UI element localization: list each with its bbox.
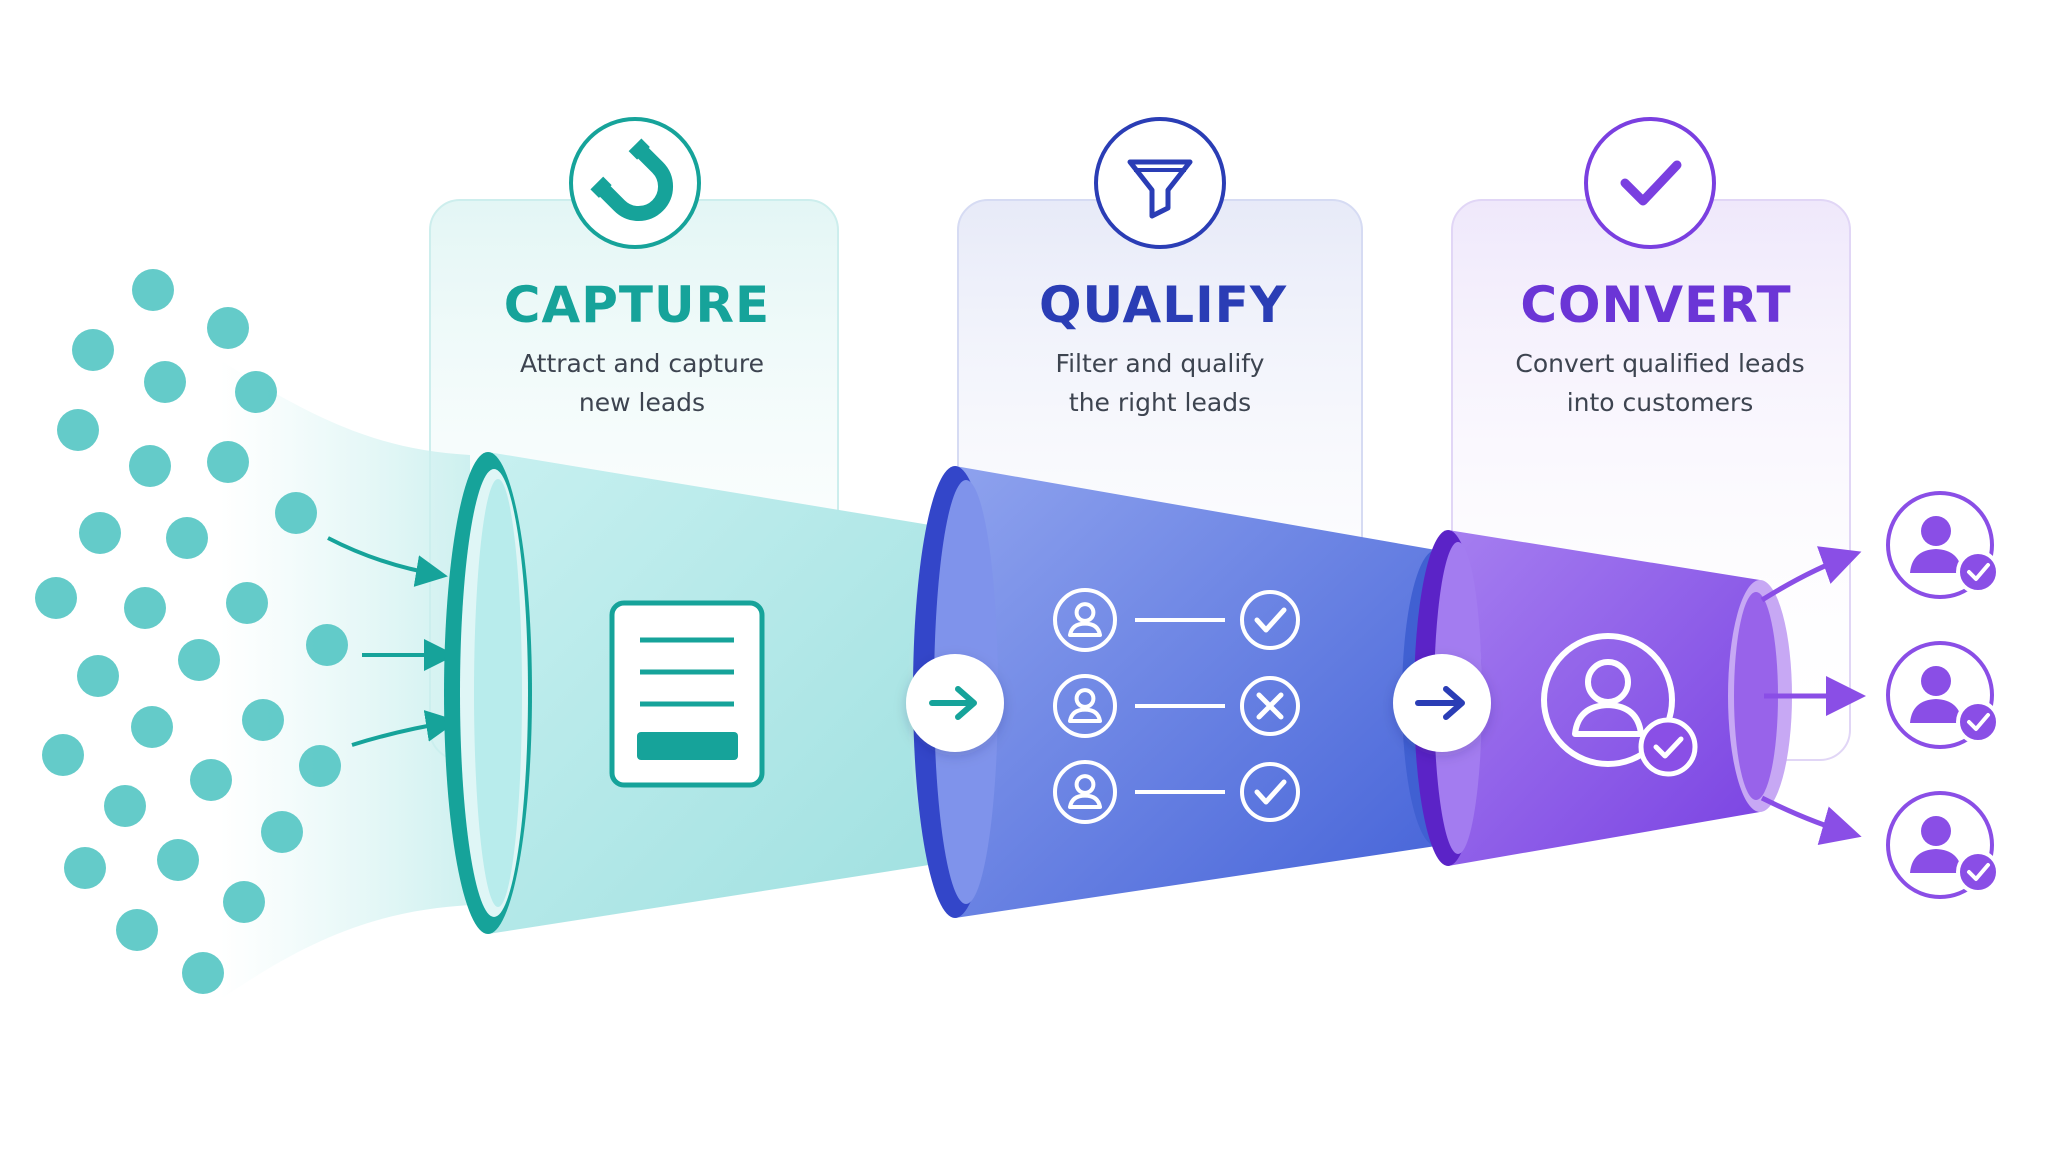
lead-person-icon [1053,760,1117,824]
lead-dot [144,361,186,403]
lead-dot [235,371,277,413]
lead-dot [35,577,77,619]
lead-dot [207,441,249,483]
converted-customer-icon [1541,633,1698,777]
stream-arrow [327,536,448,587]
lead-dot [261,811,303,853]
lead-dot [77,655,119,697]
customer-avatar-icon [1886,491,2000,599]
magnet-icon [569,117,701,249]
lead-dot [104,785,146,827]
lead-dot [157,839,199,881]
qualify-description-line-2: the right leads [1069,388,1251,417]
lead-dot [226,582,268,624]
lead-dot [242,699,284,741]
lead-dot [57,409,99,451]
output-arrow [1760,795,1862,845]
qualify-lead-row [1053,674,1300,738]
capture-title: CAPTURE [504,276,770,334]
qualify-lead-row [1053,588,1300,652]
lead-dot [42,734,84,776]
capture-description-line-1: Attract and capture [520,349,764,378]
qualify-lead-row [1053,760,1300,824]
qualify-title: QUALIFY [1039,276,1287,334]
lead-dot [178,639,220,681]
lead-dot [166,517,208,559]
lead-dot [116,909,158,951]
lead-dot [190,759,232,801]
lead-dot [72,329,114,371]
lead-dot [131,706,173,748]
arrow-right-icon [1415,686,1465,720]
stream-arrow [351,709,458,747]
customer-avatar-icon [1886,641,2000,749]
lead-dot [223,881,265,923]
lead-form-icon [609,600,765,788]
lead-dot [182,952,224,994]
x-circle-icon [1240,676,1300,736]
lead-dot [132,269,174,311]
converted-customers [1886,491,2000,899]
convert-description-line-2: into customers [1567,388,1754,417]
lead-dot [207,307,249,349]
check-circle-icon [1240,590,1300,650]
convert-title: CONVERT [1520,276,1791,334]
checkmark-icon [1584,117,1716,249]
lead-person-icon [1053,588,1117,652]
convert-funnel-segment [1414,530,1792,866]
output-arrow [1760,546,1862,603]
lead-dot [129,445,171,487]
convert-description-line-1: Convert qualified leads [1515,349,1804,378]
lead-person-icon [1053,674,1117,738]
check-circle-icon [1240,762,1300,822]
customer-avatar-icon [1886,791,2000,899]
qualify-checklist [1053,588,1300,824]
incoming-leads [35,269,348,994]
qualify-description-line-1: Filter and qualify [1056,349,1265,378]
lead-dot [306,624,348,666]
arrow-right-icon [929,686,977,720]
capture-description-line-2: new leads [579,388,705,417]
filter-funnel-icon [1094,117,1226,249]
lead-dot [64,847,106,889]
lead-dot [124,587,166,629]
lead-dot [79,512,121,554]
lead-dot [275,492,317,534]
lead-dot [299,745,341,787]
